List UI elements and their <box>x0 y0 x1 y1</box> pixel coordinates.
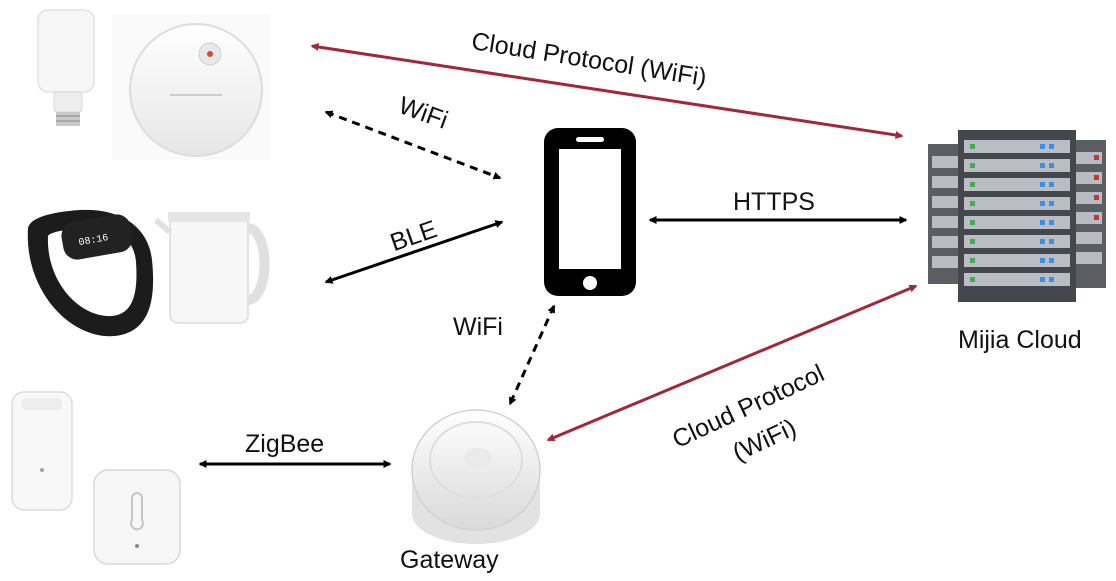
wifi-gateway-arrow <box>508 304 556 406</box>
cloud-protocol-gateway-arrow <box>546 284 918 442</box>
svg-text:08:16: 08:16 <box>78 233 109 249</box>
cloud-protocol-top-label: Cloud Protocol (WiFi) <box>470 27 709 92</box>
gateway-label: Gateway <box>400 546 499 574</box>
robot-vacuum-icon <box>112 14 270 160</box>
wifi-top-arrow <box>324 110 502 180</box>
fitness-band-icon: 08:16 <box>27 209 154 337</box>
kettle-icon <box>154 212 270 324</box>
bulb-icon <box>37 9 95 126</box>
cloud-label: Mijia Cloud <box>958 326 1082 354</box>
zigbee-label: ZigBee <box>245 430 324 458</box>
ble-arrow <box>324 220 504 284</box>
https-label: HTTPS <box>733 188 815 216</box>
server-rack-icon <box>928 130 1106 302</box>
temperature-sensor-icon <box>93 469 181 565</box>
gateway-icon <box>411 409 541 544</box>
ble-label: BLE <box>387 215 441 257</box>
smartphone-icon <box>544 128 636 296</box>
wifi-top-label: WiFi <box>395 91 452 134</box>
wifi-gateway-label: WiFi <box>453 313 503 341</box>
door-sensor-icon <box>11 391 73 511</box>
cloud-protocol-top-arrow <box>310 43 904 139</box>
